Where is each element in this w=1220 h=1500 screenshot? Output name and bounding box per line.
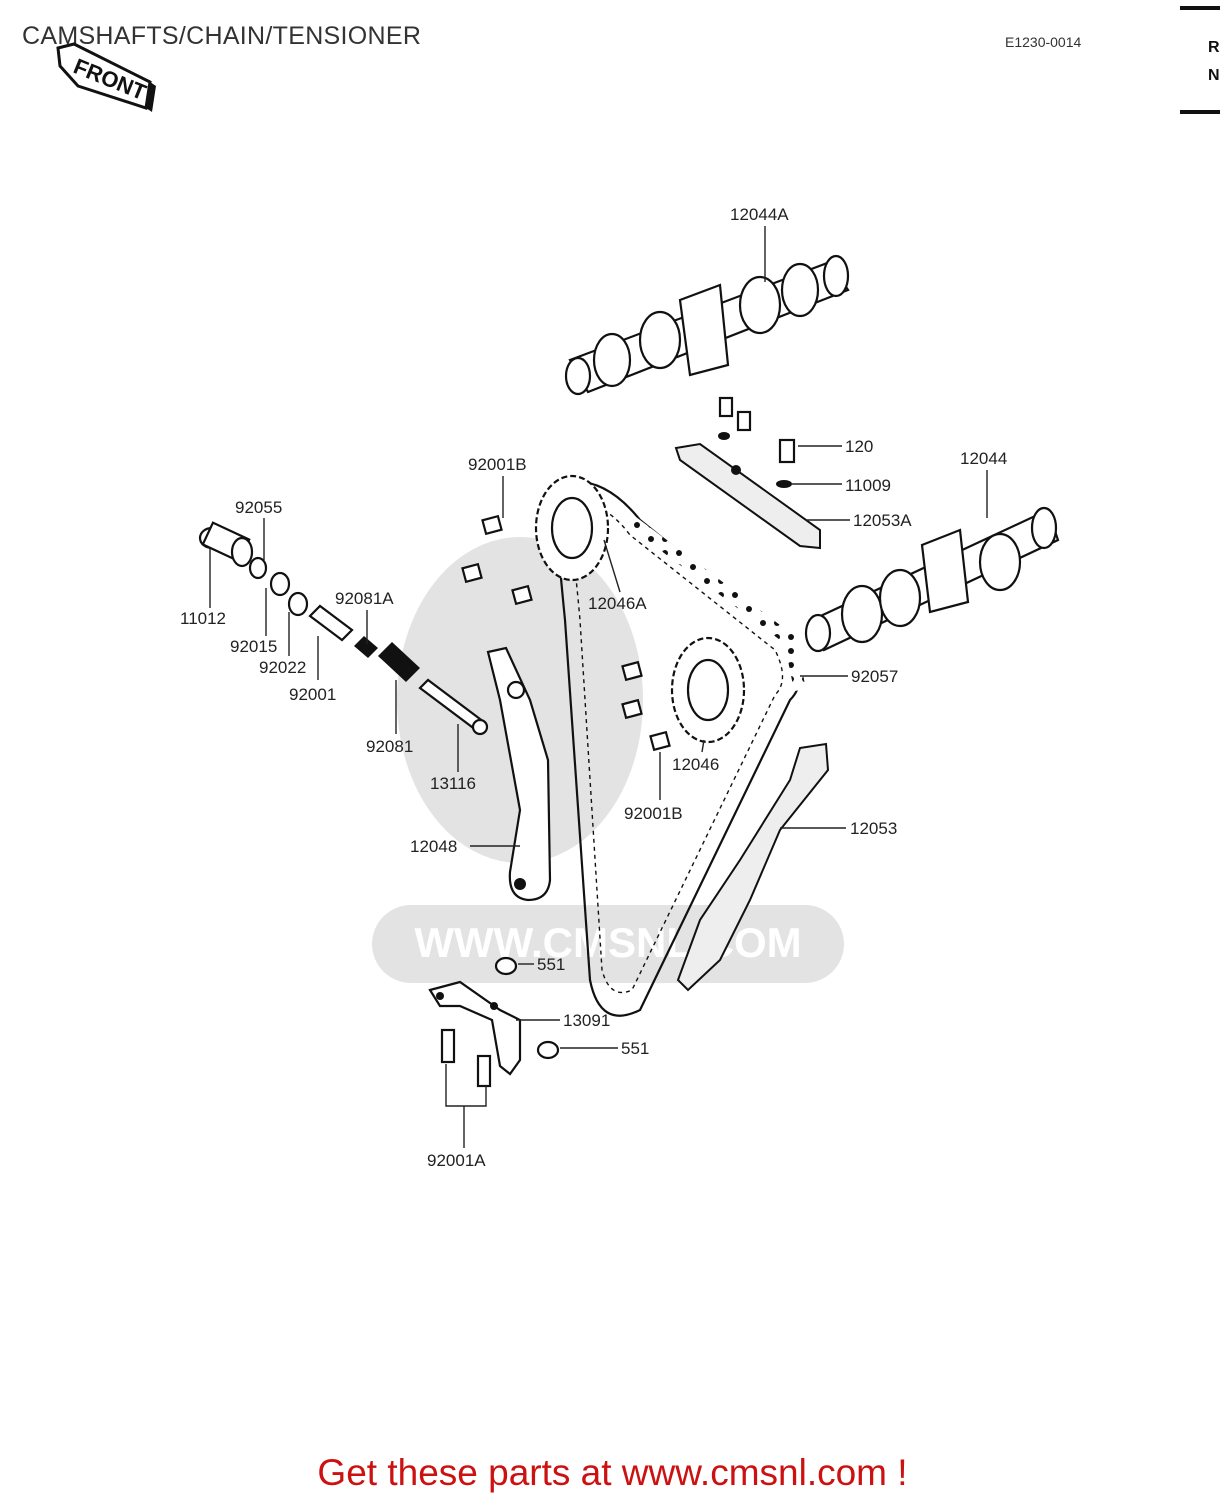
svg-text:R: R: [1208, 39, 1220, 56]
callout-92001b-top: 92001B: [468, 455, 527, 474]
sprocket-12046a: [534, 474, 610, 582]
callout-labels: 12044A 120 11009 12053A 12044 92001B 920…: [180, 205, 1007, 1170]
callout-120: 120: [845, 437, 873, 456]
sprocket-bolts-92001b: [461, 514, 671, 752]
diagram-code: E1230-0014: [1005, 34, 1082, 50]
callout-551-top: 551: [537, 955, 565, 974]
chain-guide-12053a: [674, 442, 821, 550]
parts-diagram: WWW.CMSNL.COM FRONT R N: [56, 6, 1220, 1170]
bracket-13091: [428, 980, 522, 1076]
callout-12044a: 12044A: [730, 205, 789, 224]
rod-13116: [418, 678, 489, 736]
callout-92001b-bottom: 92001B: [624, 804, 683, 823]
callout-12046: 12046: [672, 755, 719, 774]
watermark: WWW.CMSNL.COM: [372, 537, 844, 983]
callout-12053: 12053: [850, 819, 897, 838]
bolt-92001: [308, 604, 354, 642]
callout-92057: 92057: [851, 667, 898, 686]
callout-551-bottom: 551: [621, 1039, 649, 1058]
bolts-92001a: [440, 1028, 492, 1088]
right-edge-border: R N: [1180, 6, 1220, 114]
front-arrow-icon: FRONT: [56, 42, 156, 112]
callout-11012: 11012: [180, 609, 226, 628]
nut-92015: [269, 571, 291, 597]
tensioner-cap-11012: [198, 521, 254, 568]
callout-13091: 13091: [563, 1011, 610, 1030]
callout-92055: 92055: [235, 498, 282, 517]
svg-text:N: N: [1208, 67, 1220, 84]
bolt-120: [718, 396, 796, 488]
watermark-text: WWW.CMSNL.COM: [414, 919, 801, 966]
promo-link[interactable]: Get these parts at www.cmsnl.com !: [317, 1452, 908, 1493]
washer-92022: [287, 591, 309, 617]
o-ring-92055: [248, 556, 268, 580]
callout-92001: 92001: [289, 685, 336, 704]
camshaft-12044a: [564, 254, 850, 396]
callout-12053a: 12053A: [853, 511, 912, 530]
damper-551-bottom: [536, 1040, 560, 1060]
tensioner-guide-12048: [486, 646, 552, 902]
camshaft-12044: [804, 506, 1060, 653]
callout-11009: 11009: [845, 476, 891, 495]
callout-12048: 12048: [410, 837, 457, 856]
damper-551-top: [494, 956, 518, 976]
chain-guide-12053: [676, 742, 830, 992]
callout-12044: 12044: [960, 449, 1007, 468]
callout-12046a: 12046A: [588, 594, 647, 613]
spring-92081a: [354, 636, 378, 658]
sprocket-12046: [670, 636, 746, 744]
page-title: CAMSHAFTS/CHAIN/TENSIONER: [22, 22, 422, 50]
callout-92022: 92022: [259, 658, 306, 677]
leader-lines: [209, 226, 988, 1148]
callout-13116: 13116: [430, 774, 476, 793]
callout-92081a: 92081A: [335, 589, 394, 608]
callout-92015: 92015: [230, 637, 277, 656]
callout-92001a: 92001A: [427, 1151, 486, 1170]
callout-92081: 92081: [366, 737, 413, 756]
spring-92081: [378, 642, 420, 682]
